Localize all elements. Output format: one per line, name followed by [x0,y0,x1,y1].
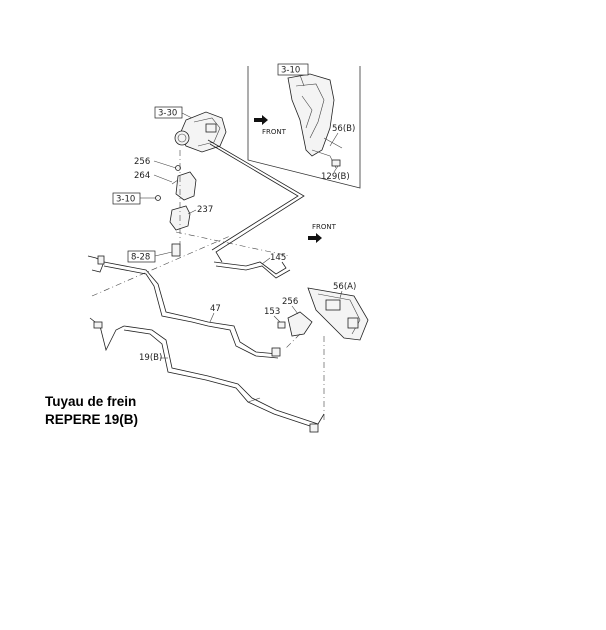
bracket-264 [175,171,197,201]
front-arrow-main-icon [308,233,322,243]
inset-panel: FRONT 3-10 56(B) 129(B) [247,63,361,189]
ref-box-828 [127,250,156,263]
callout-19b: 19(B) [139,353,162,363]
inset-border [247,66,361,189]
pipe-47: 47 [103,261,281,359]
front-label-inset: FRONT [262,128,287,136]
valve-body [179,111,227,153]
callout-256-mid: 256 [282,297,298,307]
left-stub [87,255,125,352]
callout-237: 237 [197,205,213,215]
caption: Tuyau de frein REPERE 19(B) [45,393,138,429]
callout-129b: 129(B) [321,172,350,182]
valve-assembly: 3-30 256 264 3-10 237 8-28 [91,106,291,297]
ref-box-330 [154,106,183,119]
front-arrow-icon [254,115,268,125]
callout-47: 47 [210,304,221,314]
inset-ref-box [277,63,309,76]
callout-256-top: 256 [134,157,150,167]
caption-reference: REPERE 19(B) [45,412,139,427]
front-label-main: FRONT [312,223,337,231]
callout-310: 3-10 [116,195,135,205]
inset-ref-label: 3-10 [281,66,300,76]
ref-box-310 [112,192,141,205]
callout-828: 8-28 [131,253,150,263]
callout-153: 153 [264,307,280,317]
callout-330: 3-30 [158,109,177,119]
caption-title: Tuyau de frein [45,394,137,409]
inset-bolt [331,159,341,167]
callout-56b: 56(B) [332,124,355,134]
bracket-56a-plate [307,287,369,341]
pipe-145 [213,261,287,275]
bracket-56a: 56(A) 256 153 [264,282,369,420]
pipe-19b: 19(B) [123,325,325,433]
upper-pipes: 145 FRONT [207,139,337,279]
inset-bracket [287,73,335,157]
callout-145: 145 [270,253,286,263]
callout-264: 264 [134,171,150,181]
callout-56a: 56(A) [333,282,356,292]
clip-256 [287,311,313,337]
pipe-19b-line [123,325,325,425]
